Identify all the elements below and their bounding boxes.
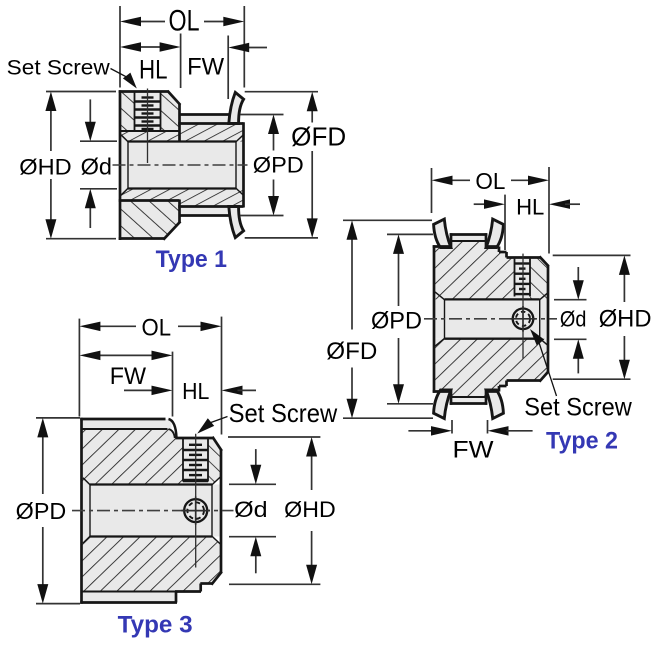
svg-text:OL: OL [475,168,505,194]
svg-text:HL: HL [182,378,209,404]
svg-text:HL: HL [516,195,544,220]
svg-text:FW: FW [453,437,494,464]
svg-text:ØPD: ØPD [371,308,422,334]
svg-text:Type 3: Type 3 [118,612,193,639]
svg-text:Ød: Ød [81,154,112,180]
svg-text:ØHD: ØHD [599,305,652,332]
svg-text:Set Screw: Set Screw [524,394,632,422]
svg-text:ØFD: ØFD [291,121,346,151]
svg-text:OL: OL [169,5,200,38]
svg-text:OL: OL [142,314,172,341]
svg-text:Type 2: Type 2 [546,428,618,455]
svg-text:FW: FW [187,54,224,81]
svg-text:HL: HL [139,55,168,85]
svg-text:Ød: Ød [560,306,587,331]
svg-text:ØFD: ØFD [326,339,377,365]
svg-text:Set Screw: Set Screw [7,57,111,80]
svg-text:FW: FW [110,363,146,390]
svg-text:Type 1: Type 1 [156,246,227,273]
svg-text:ØPD: ØPD [16,498,66,524]
svg-text:ØPD: ØPD [253,152,304,177]
svg-text:ØHD: ØHD [19,155,71,180]
svg-text:Set Screw: Set Screw [229,398,338,428]
svg-text:ØHD: ØHD [284,497,336,522]
svg-text:Ød: Ød [234,497,268,522]
